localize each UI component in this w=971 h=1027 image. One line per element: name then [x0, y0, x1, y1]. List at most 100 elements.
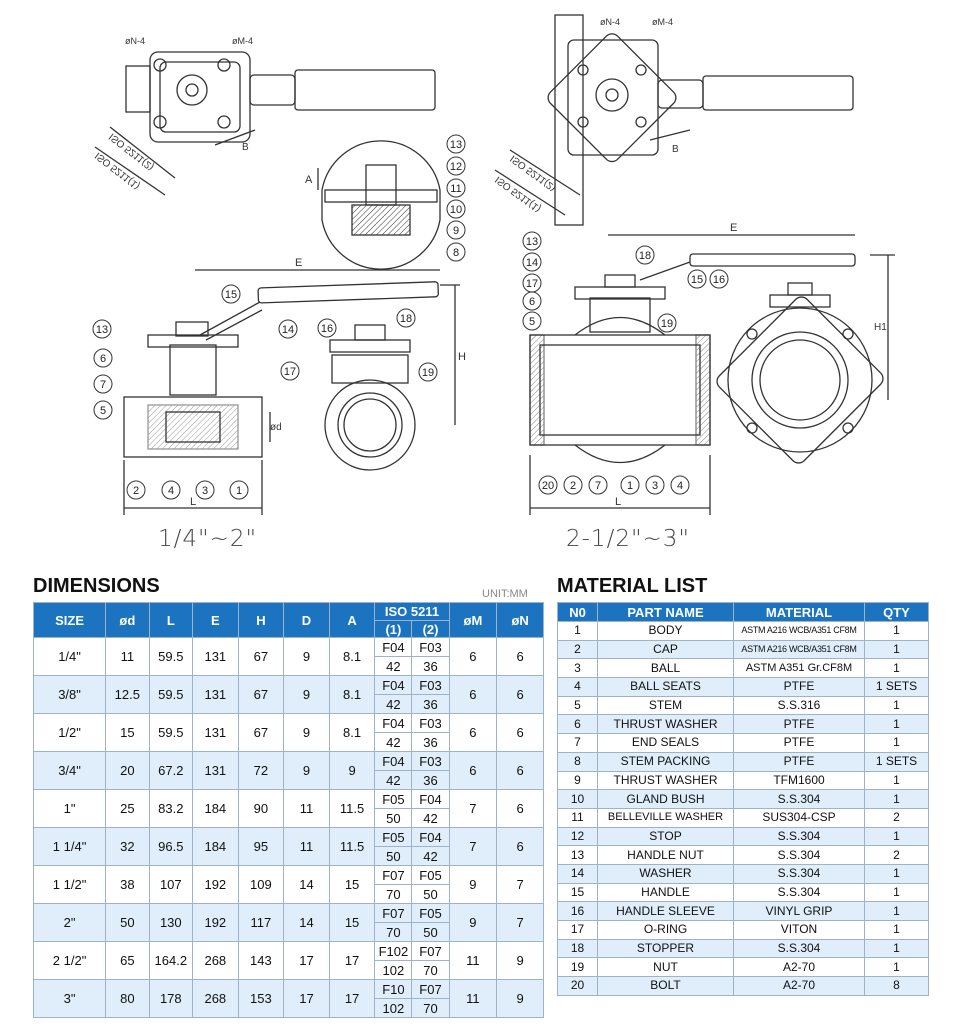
callout-large-3: 3: [645, 475, 665, 495]
dim-h: 95: [237, 827, 285, 866]
large-valve-front-view: [529, 234, 895, 515]
mat-no: 19: [557, 957, 598, 978]
mat-part: THRUST WASHER: [597, 770, 734, 791]
mat-material: S.S.304: [733, 882, 865, 903]
dim-h: 72: [237, 751, 285, 790]
callout-small-7: 7: [93, 374, 113, 394]
dim-on: 7: [496, 903, 544, 942]
callout-small-12: 12: [446, 156, 466, 176]
dim-h: 109: [237, 865, 285, 904]
mat-qty: 1: [864, 882, 929, 903]
mat-part: END SEALS: [597, 733, 734, 753]
dim-od: 50: [105, 903, 150, 942]
dim-d: 14: [283, 903, 330, 942]
callout-large-15: 15: [687, 269, 707, 289]
mat-material: VINYL GRIP: [733, 901, 865, 921]
col-header-l: L: [148, 602, 194, 638]
mat-material: PTFE: [733, 751, 865, 772]
dim-d: 11: [283, 789, 330, 828]
dim-a: 8.1: [328, 675, 376, 714]
dim-e: 268: [192, 979, 239, 1018]
dim-on: 6: [496, 637, 544, 676]
svg-text:20: 20: [542, 480, 554, 492]
dim-a: 11.5: [328, 827, 376, 866]
mat-qty: 1: [864, 863, 929, 884]
callout-small-18: 18: [396, 308, 416, 328]
dim-iso1-top: F05: [374, 789, 413, 809]
mat-material: PTFE: [733, 714, 865, 735]
svg-text:8: 8: [453, 247, 459, 259]
dim-iso1-bot: 102: [374, 960, 413, 980]
dim-iso2-bot: 42: [411, 808, 450, 828]
dim-od: 12.5: [105, 675, 150, 714]
dim-iso2-top: F03: [411, 751, 450, 771]
mat-no: 8: [557, 751, 598, 772]
dim-h: 67: [237, 637, 285, 676]
svg-text:3: 3: [202, 485, 208, 497]
mat-qty: 1: [864, 621, 929, 641]
dim-od: 80: [105, 979, 150, 1018]
mat-qty: 1: [864, 733, 929, 753]
technical-drawings: øN-4 øM-4 ISO 5211(2) ISO 5211(1) B A: [92, 14, 895, 515]
mat-qty: 1: [864, 714, 929, 735]
mat-material: A2-70: [733, 976, 865, 996]
mat-material: S.S.304: [733, 863, 865, 884]
mat-part: HANDLE NUT: [597, 845, 734, 865]
dim-om: 7: [448, 789, 498, 828]
svg-text:7: 7: [100, 379, 106, 391]
svg-text:1: 1: [236, 485, 242, 497]
dim-om: 7: [448, 827, 498, 866]
mat-part: STEM: [597, 695, 734, 716]
mat-part: THRUST WASHER: [597, 714, 734, 735]
dim-e: 268: [192, 941, 239, 980]
mat-no: 10: [557, 789, 598, 809]
mat-no: 16: [557, 901, 598, 921]
small-phi-n-label: øN-4: [125, 36, 145, 46]
dim-iso1-bot: 70: [374, 884, 413, 904]
mat-no: 18: [557, 938, 598, 959]
svg-text:9: 9: [453, 225, 459, 237]
dim-l: 130: [148, 903, 194, 942]
dim-a: 15: [328, 865, 376, 904]
mat-material: ASTM A216 WCB/A351 CF8M: [733, 639, 865, 660]
mat-material: PTFE: [733, 733, 865, 753]
col-header-e: E: [192, 602, 239, 638]
mat-no: 7: [557, 733, 598, 753]
dim-om: 9: [448, 903, 498, 942]
dim-iso1-top: F04: [374, 713, 413, 733]
mat-material: S.S.316: [733, 695, 865, 716]
dim-size: 3/8": [32, 675, 107, 714]
dim-size: 1 1/4": [32, 827, 107, 866]
mat-material: A2-70: [733, 957, 865, 978]
svg-text:19: 19: [661, 318, 673, 330]
dim-d: 17: [283, 941, 330, 980]
callout-small-2: 2: [126, 480, 146, 500]
callout-small-9: 9: [446, 220, 466, 240]
dim-iso1-bot: 70: [374, 922, 413, 942]
callout-small-14: 14: [278, 319, 298, 339]
col-header-on: øN: [496, 602, 544, 638]
unit-label: UNIT:MM: [482, 588, 528, 600]
small-valve-side-view: [324, 324, 416, 471]
small-b-label: B: [242, 142, 249, 153]
svg-text:13: 13: [450, 139, 462, 151]
small-valve-front-view: [123, 269, 460, 515]
mat-no: 15: [557, 882, 598, 903]
dim-iso2-bot: 36: [411, 694, 450, 714]
dim-h: 90: [237, 789, 285, 828]
mat-part: BALL: [597, 658, 734, 679]
svg-text:6: 6: [100, 353, 106, 365]
mat-qty: 8: [864, 976, 929, 996]
dim-iso1-top: F07: [374, 903, 413, 923]
mat-no: 3: [557, 658, 598, 679]
mat-qty: 1: [864, 826, 929, 847]
dim-iso1-top: F04: [374, 637, 413, 657]
dim-on: 6: [496, 713, 544, 752]
svg-text:2: 2: [570, 480, 576, 492]
col-header-part-name: PART NAME: [597, 602, 734, 622]
mat-material: S.S.304: [733, 938, 865, 959]
svg-text:3: 3: [652, 480, 658, 492]
stem-a-label: A: [305, 174, 313, 186]
